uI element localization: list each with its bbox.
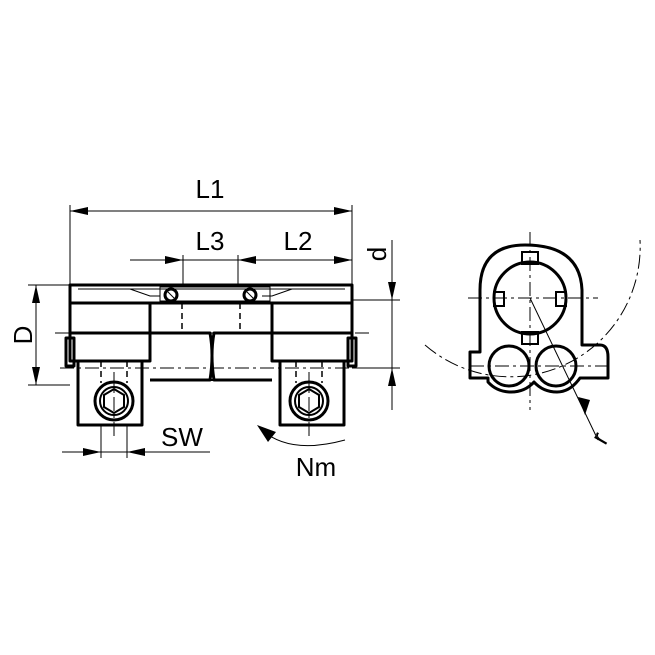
label-r: r (584, 426, 614, 449)
end-view-body (468, 243, 610, 394)
label-SW: SW (161, 422, 203, 452)
dim-L2: L2 (238, 226, 352, 264)
radius-arc (424, 239, 641, 378)
dimensions: L1 L3 L2 D (8, 174, 400, 482)
center-section (150, 286, 272, 382)
label-L1: L1 (196, 174, 225, 204)
dim-L1: L1 (69, 174, 353, 285)
dim-d: d (352, 240, 400, 410)
dim-SW: SW (62, 422, 210, 458)
label-Nm: Nm (296, 452, 336, 482)
dim-L3: L3 (130, 226, 256, 287)
label-d: d (362, 247, 392, 261)
right-hub (270, 301, 358, 427)
left-o-ring (163, 287, 179, 303)
label-L3: L3 (196, 226, 225, 256)
top-flange (68, 283, 354, 305)
right-o-ring (242, 287, 258, 303)
side-view (55, 283, 380, 440)
label-D: D (8, 326, 38, 345)
end-view: r (424, 232, 641, 449)
dim-D: D (8, 284, 70, 386)
torque-arrow: Nm (257, 425, 346, 482)
label-L2: L2 (284, 226, 313, 256)
left-hub (64, 301, 152, 427)
